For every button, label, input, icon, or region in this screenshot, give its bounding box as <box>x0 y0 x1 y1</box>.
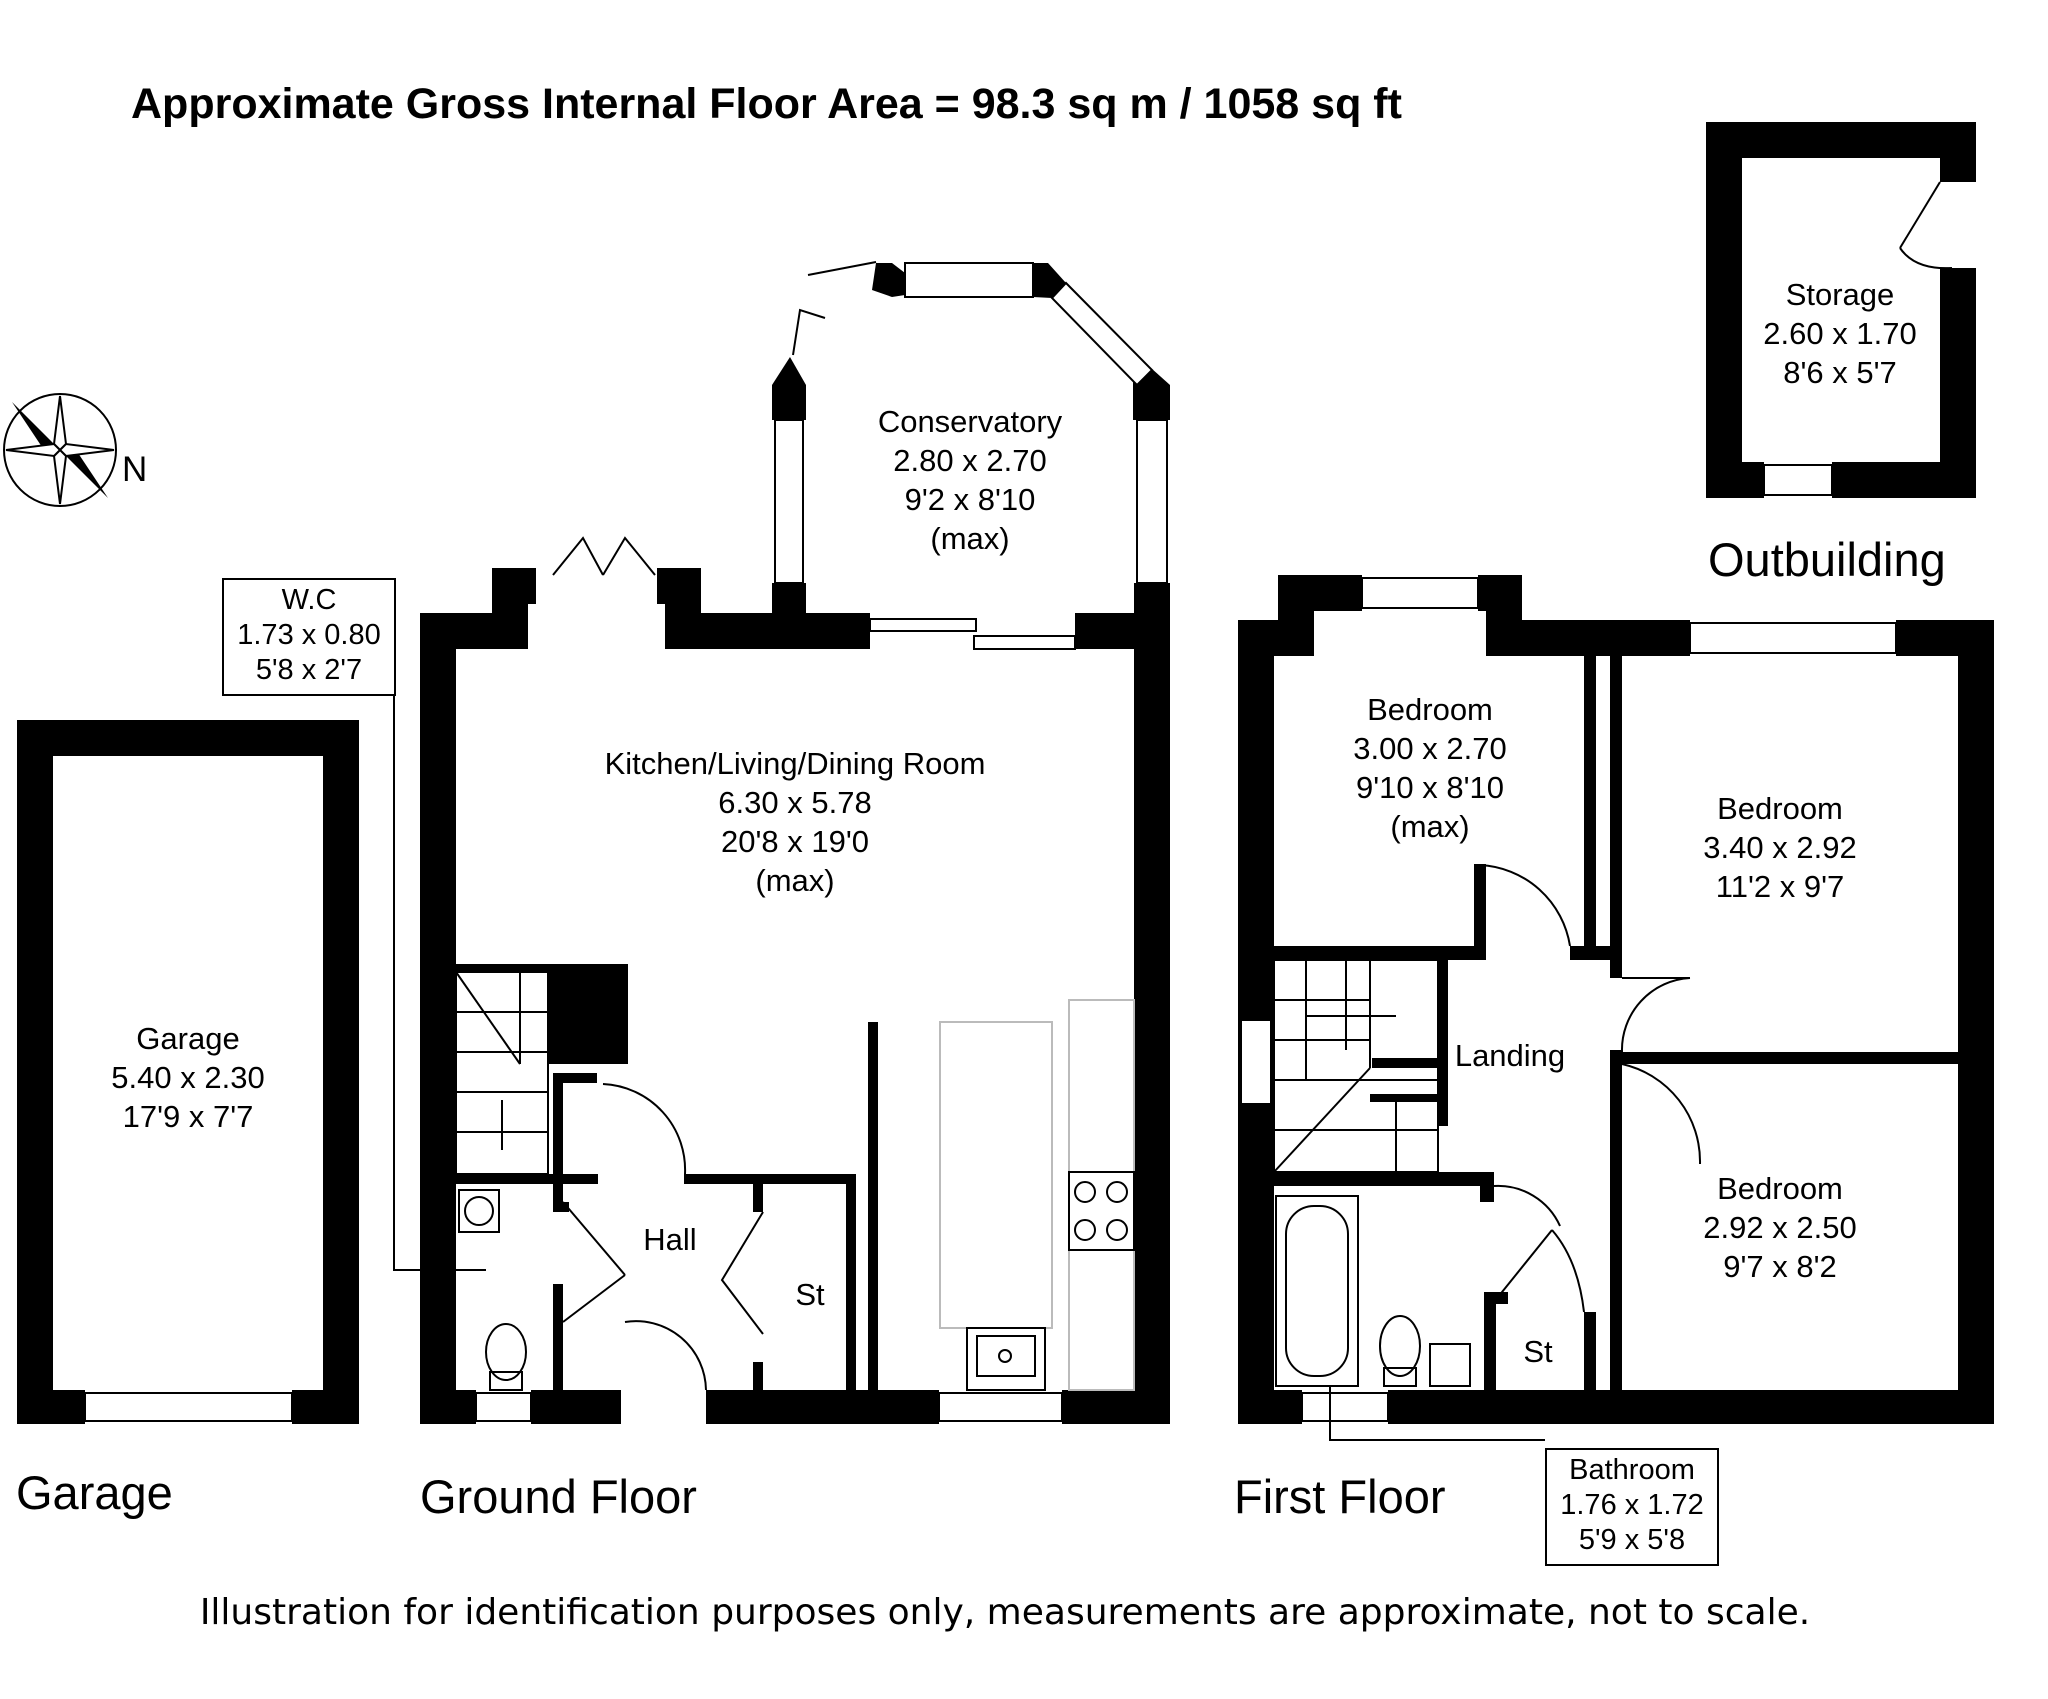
room-imperial: 9'2 x 8'10 <box>904 482 1036 517</box>
garage-label: Garage 5.40 x 2.30 17'9 x 7'7 <box>88 1019 288 1136</box>
garage-walls <box>17 720 359 1424</box>
bathroom-label: Bathroom 1.76 x 1.72 5'9 x 5'8 <box>1545 1448 1719 1566</box>
kitchen-sink-icon <box>966 1327 1046 1391</box>
room-name: Bedroom <box>1717 1171 1843 1206</box>
room-name: W.C <box>281 584 337 616</box>
room-metric: 3.00 x 2.70 <box>1353 731 1507 766</box>
room-name: Conservatory <box>877 404 1063 439</box>
room-name: Storage <box>1785 277 1895 312</box>
room-imperial: 5'9 x 5'8 <box>1578 1524 1686 1556</box>
first-floor-heading: First Floor <box>1234 1470 1446 1523</box>
room-imperial: 20'8 x 19'0 <box>720 824 869 859</box>
bedroom-one-label: Bedroom 3.00 x 2.70 9'10 x 8'10 (max) <box>1310 690 1550 846</box>
room-note: (max) <box>755 863 835 898</box>
storage-label: Storage 2.60 x 1.70 8'6 x 5'7 <box>1740 275 1940 392</box>
bedroom-three-label: Bedroom 2.92 x 2.50 9'7 x 8'2 <box>1660 1169 1900 1286</box>
room-metric: 2.80 x 2.70 <box>893 443 1047 478</box>
first-floor-walls <box>1238 575 1994 1424</box>
kitchen-living-dining-label: Kitchen/Living/Dining Room 6.30 x 5.78 2… <box>580 744 1010 900</box>
ground-floor-heading: Ground Floor <box>420 1470 697 1523</box>
ground-floor-walls <box>420 263 1170 1424</box>
toilet-icon <box>485 1315 1421 1391</box>
compass-north-label: N <box>122 450 148 489</box>
landing-label: Landing <box>1454 1038 1566 1073</box>
room-imperial: 9'7 x 8'2 <box>1723 1249 1837 1284</box>
disclaimer-text: Illustration for identification purposes… <box>199 1592 1811 1633</box>
first-store-label: St <box>1523 1334 1553 1369</box>
room-metric: 6.30 x 5.78 <box>718 785 872 820</box>
stairs <box>455 959 1439 1175</box>
room-imperial: 17'9 x 7'7 <box>122 1099 254 1134</box>
garage-heading: Garage <box>16 1466 173 1519</box>
room-metric: 1.73 x 0.80 <box>237 619 381 651</box>
basin-icon <box>458 1189 1471 1387</box>
leader-lines <box>393 696 1545 1441</box>
room-note: (max) <box>930 521 1010 556</box>
door-swings <box>552 181 1953 1391</box>
conservatory-label: Conservatory 2.80 x 2.70 9'2 x 8'10 (max… <box>840 402 1100 558</box>
hob-icon <box>1068 1171 1135 1251</box>
room-metric: 1.76 x 1.72 <box>1560 1489 1704 1521</box>
storage-walls <box>1706 122 1976 498</box>
outbuilding-heading: Outbuilding <box>1708 533 1946 586</box>
compass-rose-icon <box>3 393 117 507</box>
room-metric: 5.40 x 2.30 <box>111 1060 265 1095</box>
room-imperial: 5'8 x 2'7 <box>255 654 363 686</box>
hall-label: Hall <box>643 1222 697 1257</box>
room-name: Garage <box>136 1021 240 1056</box>
floor-area-title: Approximate Gross Internal Floor Area = … <box>131 80 1402 128</box>
room-imperial: 11'2 x 9'7 <box>1715 869 1845 904</box>
room-imperial: 8'6 x 5'7 <box>1783 355 1897 390</box>
room-metric: 2.60 x 1.70 <box>1763 316 1917 351</box>
kitchen-units <box>939 999 1135 1391</box>
room-metric: 2.92 x 2.50 <box>1703 1210 1857 1245</box>
ground-store-label: St <box>795 1277 825 1312</box>
room-imperial: 9'10 x 8'10 <box>1355 770 1504 805</box>
room-name: Bedroom <box>1717 791 1843 826</box>
room-name: Bedroom <box>1367 692 1493 727</box>
windows <box>84 262 1897 1422</box>
room-name: Bathroom <box>1569 1454 1695 1486</box>
room-metric: 3.40 x 2.92 <box>1703 830 1857 865</box>
bath-icon <box>1275 1195 1359 1387</box>
room-note: (max) <box>1390 809 1470 844</box>
wc-label: W.C 1.73 x 0.80 5'8 x 2'7 <box>222 578 396 696</box>
room-name: Kitchen/Living/Dining Room <box>604 746 986 781</box>
bedroom-two-label: Bedroom 3.40 x 2.92 11'2 x 9'7 <box>1660 789 1900 906</box>
